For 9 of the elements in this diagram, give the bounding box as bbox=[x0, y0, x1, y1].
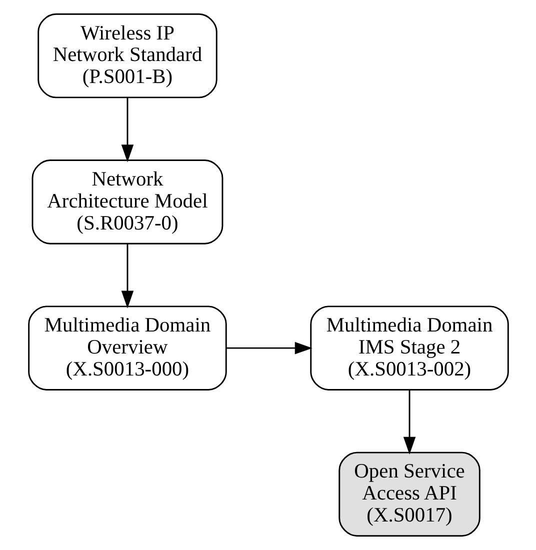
node-box: Multimedia Domain Overview (X.S0013-000) bbox=[28, 306, 226, 390]
arrow bbox=[120, 244, 134, 308]
arrow bbox=[226, 342, 312, 354]
node-box: Open Service Access API (X.S0017) bbox=[338, 452, 480, 537]
arrow bbox=[120, 98, 134, 162]
node-box: Wireless IP Network Standard (P.S001-B) bbox=[37, 13, 217, 98]
arrow bbox=[402, 390, 416, 454]
node-box: Network Architecture Model (S.R0037-0) bbox=[31, 160, 223, 244]
node-box: Multimedia Domain IMS Stage 2 (X.S0013-002) bbox=[310, 306, 508, 390]
